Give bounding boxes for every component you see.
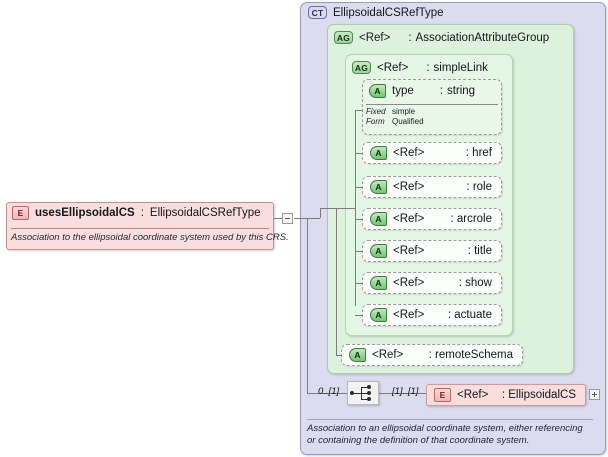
attribute-type-header: A type : string (369, 84, 475, 98)
attribute-row-remoteschema[interactable]: A <Ref> : remoteSchema (341, 344, 523, 366)
element-icon: E (434, 388, 451, 402)
connector-stub (355, 283, 363, 284)
attributegroup-inner-header: AG <Ref> : simpleLink (352, 61, 488, 74)
attribute-name: <Ref> (393, 213, 425, 225)
attribute-name: <Ref> (393, 147, 425, 159)
attribute-row[interactable]: A <Ref> : actuate (362, 304, 502, 326)
attributegroup-inner-name: <Ref> (377, 61, 409, 74)
complextype-header: CT EllipsoidalCSRefType (308, 6, 444, 19)
element-usesellipsoidalcs-header: E usesEllipsoidalCS : EllipsoidalCSRefTy… (12, 206, 261, 220)
element-documentation: Association to the ellipsoidal coordinat… (11, 232, 289, 243)
element-divider (11, 228, 269, 229)
element-name: usesEllipsoidalCS (35, 207, 135, 219)
connector-branch (336, 208, 356, 209)
element-usesellipsoidalcs-box[interactable] (6, 202, 274, 250)
attribute-name: <Ref> (393, 245, 425, 257)
facet-form-key: Form (366, 117, 385, 126)
connector-stub (355, 251, 363, 252)
attributegroup-inner-separator: : (426, 61, 430, 74)
attribute-icon: A (370, 244, 387, 258)
attributegroup-outer-name: <Ref> (359, 31, 391, 44)
facet-fixed-key: Fixed (366, 107, 386, 116)
element-ref-name: <Ref> (457, 389, 489, 401)
collapse-toggle-left[interactable] (282, 213, 293, 224)
connector-branch (320, 208, 336, 209)
attribute-type: : href (465, 147, 492, 159)
attribute-icon: A (370, 212, 387, 226)
element-type: EllipsoidalCSRefType (149, 207, 261, 219)
attribute-icon: A (370, 180, 387, 194)
connector-left-stub (274, 218, 282, 219)
complextype-documentation: Association to an ellipsoidal coordinate… (307, 423, 583, 446)
attribute-icon: A (370, 276, 387, 290)
attribute-type: : arcrole (450, 213, 492, 225)
attribute-type-datatype: string (446, 85, 476, 97)
attribute-type: : actuate (447, 309, 492, 321)
connector-stub (355, 110, 363, 111)
attribute-icon: A (369, 84, 386, 98)
element-separator: : (140, 207, 144, 219)
attributegroup-icon: AG (352, 61, 371, 74)
attribute-row[interactable]: A <Ref> : role (362, 176, 502, 198)
attributegroup-outer-type: AssociationAttributeGroup (415, 31, 550, 44)
facet-fixed-value: simple (392, 107, 416, 116)
attributegroup-inner-type: simpleLink (433, 61, 488, 74)
connector-spine-group (336, 208, 337, 355)
attribute-row[interactable]: A <Ref> : show (362, 272, 502, 294)
attribute-type: : show (458, 277, 492, 289)
complextype-name: EllipsoidalCSRefType (333, 6, 444, 19)
facet-divider (366, 104, 498, 105)
attribute-row[interactable]: A <Ref> : arcrole (362, 208, 502, 230)
attributegroup-outer-header: AG <Ref> : AssociationAttributeGroup (334, 31, 549, 44)
attribute-icon: A (349, 348, 366, 362)
connector-stub (355, 187, 363, 188)
attributegroup-outer-separator: : (408, 31, 412, 44)
connector-stub (355, 153, 363, 154)
connector-stub (355, 315, 363, 316)
facet-form-value: Qualified (392, 117, 424, 126)
connector-stub (336, 355, 342, 356)
cardinality-child: [1]..[1] (392, 386, 419, 397)
attribute-name: <Ref> (393, 181, 425, 193)
connector-to-sequence (307, 393, 347, 394)
element-ref-type: : EllipsoidalCS (501, 389, 576, 401)
connector-sequence-to-child (379, 393, 426, 394)
attribute-type-separator: : (439, 85, 443, 97)
attribute-icon: A (370, 146, 387, 160)
element-ref-ellipsoidalcs[interactable]: E <Ref> : EllipsoidalCS (426, 384, 586, 406)
attributegroup-icon: AG (334, 31, 353, 44)
facet-fixed: Fixed simple (366, 107, 415, 117)
element-icon: E (12, 206, 29, 220)
attribute-type-name: type (392, 85, 414, 97)
attribute-type: : title (467, 245, 492, 257)
connector-spine-outer (320, 208, 321, 218)
attribute-type: : role (466, 181, 492, 193)
expand-toggle-ref-element[interactable] (589, 389, 600, 400)
complextype-icon: CT (308, 6, 327, 19)
attribute-name: <Ref> (393, 309, 425, 321)
attribute-row[interactable]: A <Ref> : title (362, 240, 502, 262)
sequence-connector-icon[interactable] (347, 381, 379, 405)
facet-form: Form Qualified (366, 117, 424, 127)
attribute-name: <Ref> (372, 349, 404, 361)
attribute-icon: A (370, 308, 387, 322)
connector-stub (355, 219, 363, 220)
complextype-doc-divider (307, 419, 593, 420)
attribute-type: : remoteSchema (428, 349, 513, 361)
attribute-name: <Ref> (393, 277, 425, 289)
attribute-row[interactable]: A <Ref> : href (362, 142, 502, 164)
connector-trunk-vertical (307, 218, 308, 393)
cardinality-connector: 0..[1] (318, 386, 340, 397)
